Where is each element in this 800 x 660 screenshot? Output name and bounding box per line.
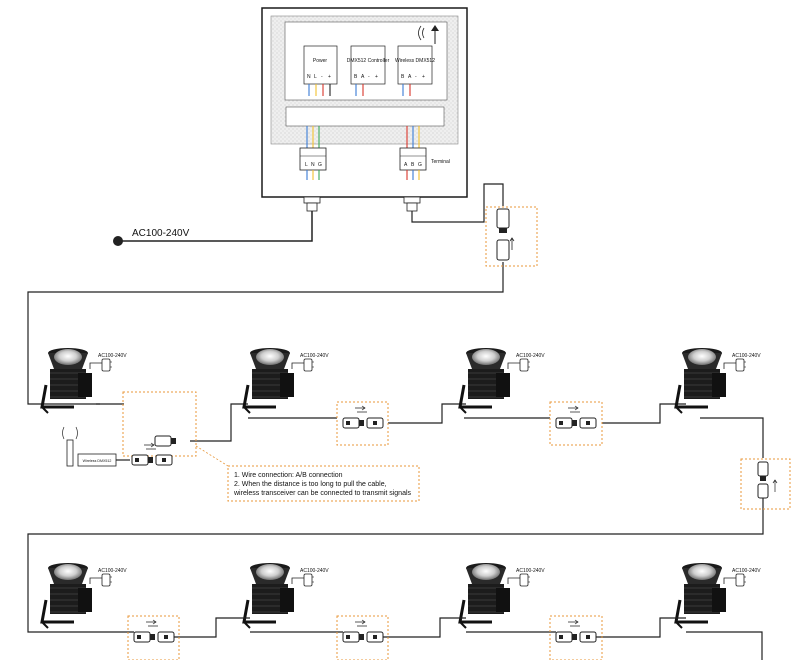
svg-text:A: A: [408, 74, 412, 80]
lamp-power-label: AC100-240V: [300, 568, 329, 574]
signal-feed-cable: [27, 183, 504, 405]
lamp-power-label: AC100-240V: [516, 353, 545, 359]
xlr-connector-icon: [496, 208, 515, 261]
power-module: Power N L - +: [303, 45, 338, 85]
note-line-3: wireless transceiver can be connected to…: [233, 490, 412, 497]
dmx-controller-module: DMX512 Controller B A - +: [347, 45, 390, 85]
svg-text:A: A: [361, 74, 365, 80]
power-plug-icon: [89, 573, 112, 587]
row2-connectors: [127, 615, 603, 660]
power-terminal-block: L N G: [299, 147, 327, 180]
svg-text:B: B: [411, 162, 415, 168]
lamp-power-label: AC100-240V: [98, 353, 127, 359]
high-bay-lamp-icon: AC100-240V: [40, 563, 127, 629]
note-line-1: 1. Wire connection: A/B connection: [234, 472, 343, 479]
wireless-module: Wireless DMX512 B A - +: [395, 25, 439, 85]
svg-text:+: +: [375, 74, 378, 80]
antenna-icon: [62, 426, 78, 467]
xlr-connector-icon: [555, 619, 597, 643]
mains-cable: AC100-240V: [113, 211, 313, 246]
lamp-power-label: AC100-240V: [732, 353, 761, 359]
power-plug-icon: [723, 358, 746, 372]
lamp-power-label: AC100-240V: [300, 353, 329, 359]
power-plug-icon: [507, 358, 530, 372]
svg-text:B: B: [401, 74, 405, 80]
svg-text:N: N: [311, 162, 315, 168]
power-plug-icon: [89, 358, 112, 372]
svg-text:N: N: [307, 74, 311, 80]
lamp-power-label: AC100-240V: [98, 568, 127, 574]
svg-text:-: -: [321, 74, 323, 80]
svg-text:+: +: [328, 74, 331, 80]
power-plug-icon: [507, 573, 530, 587]
note-line-2: 2. When the distance is too long to pull…: [234, 481, 387, 488]
xlr-connector-icon: [342, 619, 384, 643]
svg-text:+: +: [422, 74, 425, 80]
high-bay-lamp-icon: AC100-240V: [242, 563, 329, 629]
svg-text:-: -: [368, 74, 370, 80]
power-plug-icon: [723, 573, 746, 587]
xlr-connector-icon: [342, 405, 384, 429]
note-box: 1. Wire connection: A/B connection 2. Wh…: [195, 445, 420, 502]
xlr-connector-icon: [757, 461, 778, 499]
terminal-label: Terminal: [431, 159, 450, 165]
high-bay-lamp-icon: AC100-240V: [458, 348, 545, 414]
svg-text:B: B: [354, 74, 358, 80]
lamp-power-label: AC100-240V: [516, 568, 545, 574]
lamp-power-label: AC100-240V: [732, 568, 761, 574]
dmx-controller-label: DMX512 Controller: [347, 58, 390, 64]
high-bay-lamp-icon: AC100-240V: [242, 348, 329, 414]
wireless-transceiver: Wireless DMX512: [62, 426, 130, 467]
svg-text:-: -: [415, 74, 417, 80]
svg-text:L: L: [314, 74, 317, 80]
power-plug-icon: [291, 358, 314, 372]
row1-cables: [27, 403, 764, 633]
wireless-module-label: Wireless DMX512: [395, 58, 435, 64]
xlr-pairs: [45, 405, 778, 660]
high-bay-lamp-icon: AC100-240V: [458, 563, 545, 629]
xlr-connector-icon: [131, 442, 173, 466]
wifi-signal-icon: [418, 25, 439, 44]
power-module-label: Power: [313, 58, 328, 64]
svg-text:A: A: [404, 162, 408, 168]
power-wires: [306, 84, 331, 148]
signal-cable-gland: [403, 196, 421, 212]
xlr-connector-icon: [555, 405, 597, 429]
high-bay-lamp-icon: AC100-240V: [40, 348, 127, 414]
signal-wires: [355, 84, 420, 148]
power-plug-icon: [291, 573, 314, 587]
signal-terminal-block: A B G: [399, 147, 427, 180]
transceiver-label: Wireless DMX512: [83, 459, 112, 463]
lamp-array: AC100-240V AC100-240V AC100-240V AC100-240V…: [40, 348, 761, 629]
row2-cables: [45, 617, 763, 660]
xlr-connector-icon: [154, 435, 176, 447]
row1-connectors: [122, 391, 791, 510]
svg-text:G: G: [318, 162, 322, 168]
xlr-connector-icon: [133, 619, 175, 643]
high-bay-lamp-icon: AC100-240V: [674, 563, 761, 629]
power-cable-gland: [303, 196, 321, 212]
high-bay-lamp-icon: AC100-240V: [674, 348, 761, 414]
feed-connector-box: [485, 206, 538, 267]
svg-text:L: L: [305, 162, 308, 168]
svg-text:G: G: [418, 162, 422, 168]
mains-label: AC100-240V: [132, 228, 190, 239]
control-box: Power N L - + DMX512 Controller B A - + …: [261, 7, 468, 212]
